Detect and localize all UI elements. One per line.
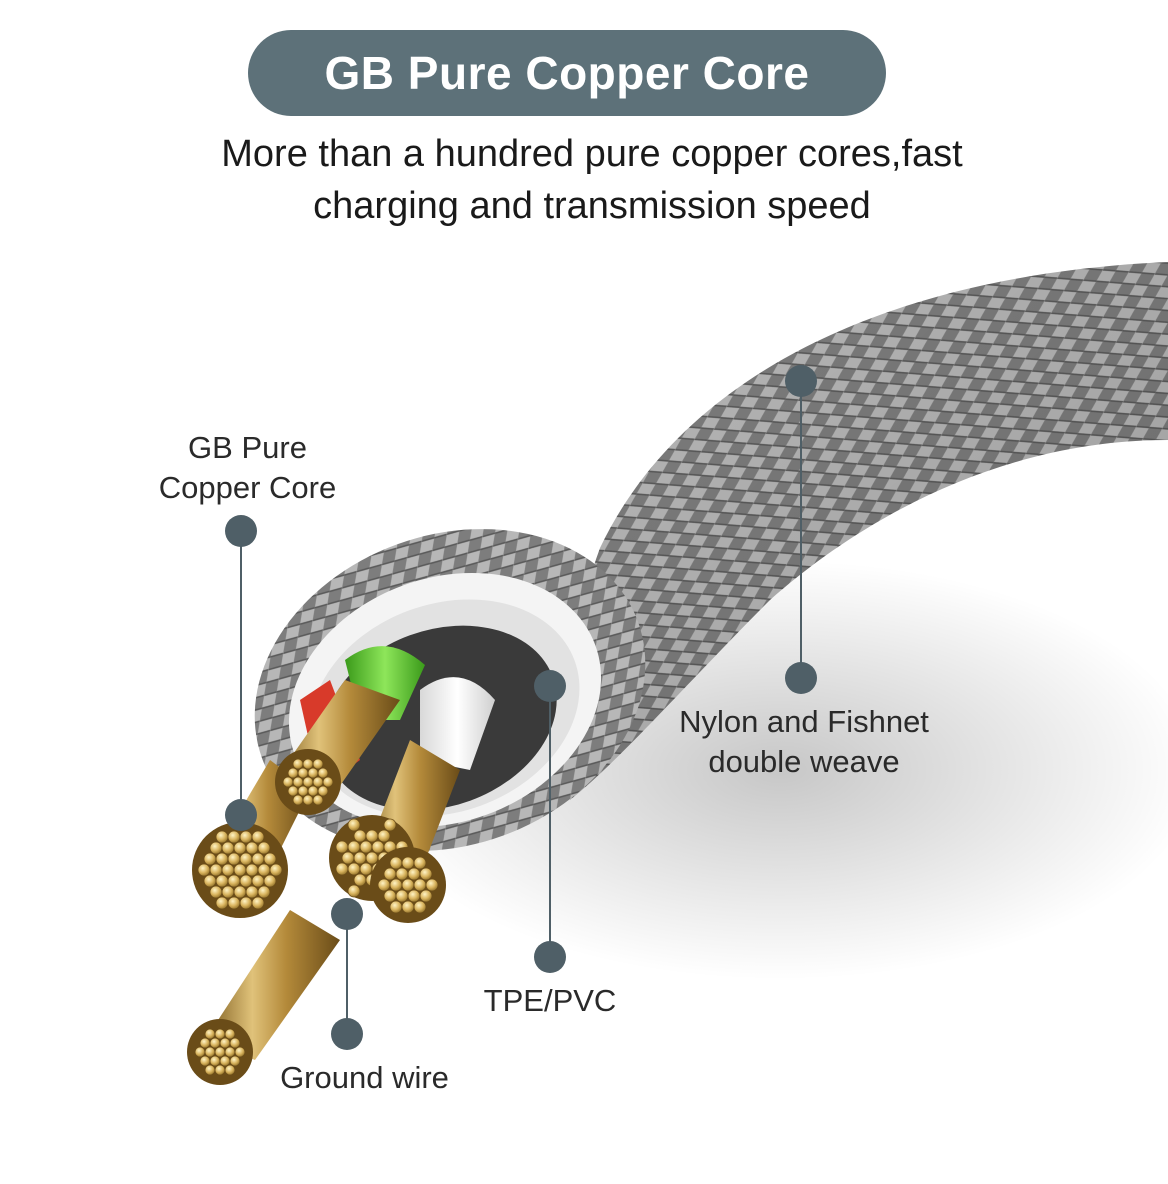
- nylon-label-line-1: Nylon and Fishnet: [679, 704, 929, 739]
- nylon-marker-end: [785, 662, 817, 694]
- copper-core-marker-end: [225, 799, 257, 831]
- title-banner: GB Pure Copper Core: [248, 30, 886, 116]
- copper-core-label-line-1: GB Pure: [188, 430, 307, 465]
- ground-marker-end: [331, 1018, 363, 1050]
- subtitle: More than a hundred pure copper cores,fa…: [100, 128, 1084, 232]
- subtitle-line-1: More than a hundred pure copper cores,fa…: [221, 133, 963, 175]
- tpe-marker-top: [534, 670, 566, 702]
- copper-core-marker-top: [225, 515, 257, 547]
- tpe-label: TPE/PVC: [483, 983, 617, 1018]
- copper-core-label: GB Pure Copper Core: [145, 428, 350, 508]
- tpe-marker-end: [534, 941, 566, 973]
- ground-marker-top: [331, 898, 363, 930]
- nylon-marker-top: [785, 365, 817, 397]
- ground-wire-label: Ground wire: [280, 1060, 449, 1095]
- title: GB Pure Copper Core: [324, 47, 810, 99]
- nylon-label: Nylon and Fishnet double weave: [654, 702, 954, 782]
- copper-core-label-line-2: Copper Core: [158, 470, 337, 505]
- subtitle-line-2: charging and transmission speed: [313, 185, 871, 227]
- copper-strand-bundles: [187, 749, 446, 1085]
- callout-leaders: [240, 381, 802, 1034]
- nylon-label-line-2: double weave: [708, 744, 900, 779]
